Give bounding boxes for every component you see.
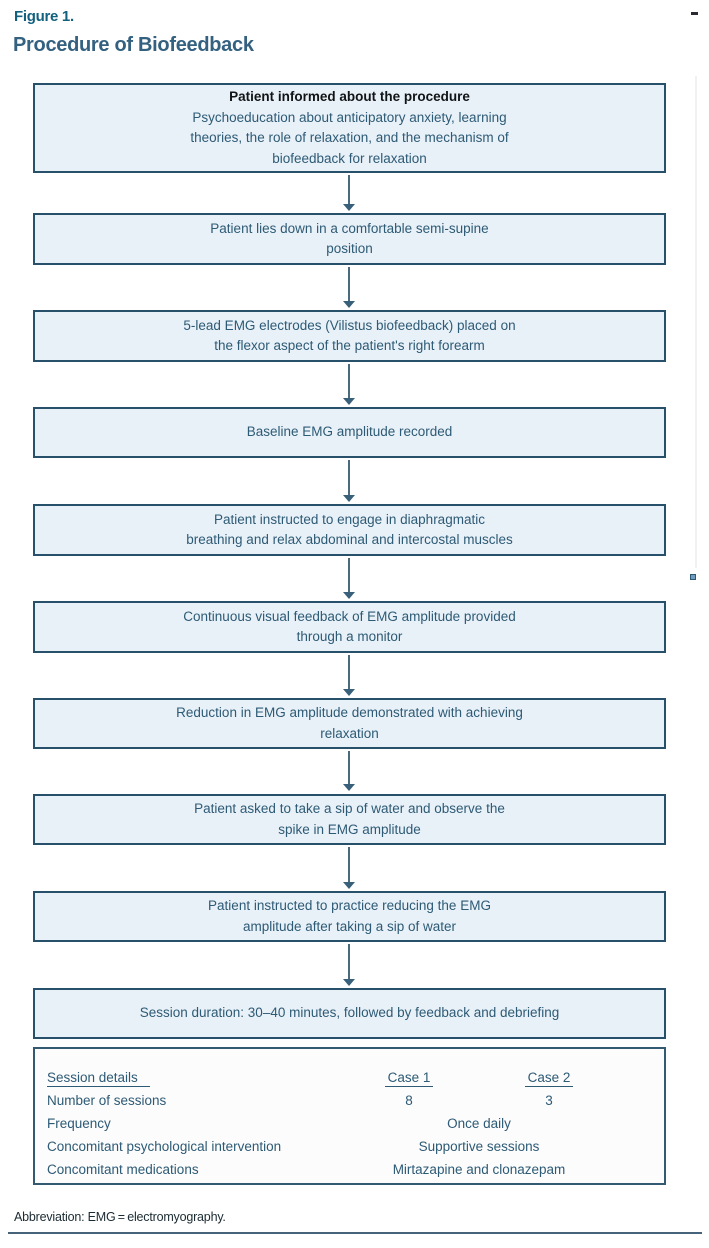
flow-box-reduction: Reduction in EMG amplitude demonstrated … [33, 698, 666, 749]
details-row-frequency: Frequency Once daily [47, 1112, 652, 1135]
arrow-down-icon [343, 882, 355, 889]
flow-box-3-line: 5-lead EMG electrodes (Vilistus biofeedb… [183, 317, 516, 333]
flow-box-6-line: through a monitor [296, 629, 403, 644]
flow-box-9-line: amplitude after taking a sip of water [242, 918, 457, 934]
flow-box-electrodes: 5-lead EMG electrodes (Vilistus biofeedb… [33, 310, 666, 362]
details-row-label: Concomitant psychological intervention [47, 1139, 282, 1154]
flow-box-5-line: breathing and relax abdominal and interc… [186, 532, 513, 547]
arrow-line [348, 558, 350, 592]
flow-arrow [343, 267, 355, 308]
flow-box-3-line: the flexor aspect of the patient's right… [214, 338, 485, 353]
details-row-label: Frequency [47, 1116, 111, 1131]
flow-box-diaphragmatic: Patient instructed to engage in diaphrag… [33, 504, 666, 556]
flow-box-8-line: Patient asked to take a sip of water and… [194, 801, 505, 816]
arrow-down-icon [343, 784, 355, 791]
flow-box-semi-supine: Patient lies down in a comfortable semi-… [33, 213, 666, 265]
case2-value: 3 [545, 1093, 553, 1108]
details-row-sessions: Number of sessions 8 3 [47, 1089, 652, 1112]
screenshot-artifact-dot [690, 574, 696, 580]
details-header-label: Session details [47, 1066, 339, 1089]
flow-box-4-line: Baseline EMG amplitude recorded [246, 424, 453, 440]
arrow-line [348, 655, 350, 689]
details-row-label: Number of sessions [47, 1093, 167, 1108]
arrow-down-icon [343, 204, 355, 211]
flow-box-patient-informed: Patient informed about the procedure Psy… [33, 83, 666, 173]
flow-box-1-line: theories, the role of relaxation, and th… [190, 130, 509, 145]
flow-arrow [343, 847, 355, 889]
flow-arrow [343, 944, 355, 986]
screenshot-artifact-line [695, 76, 697, 568]
arrow-line [348, 751, 350, 784]
arrow-down-icon [343, 301, 355, 308]
flow-box-session-duration: Session duration: 30–40 minutes, followe… [33, 988, 666, 1039]
arrow-down-icon [343, 979, 355, 986]
shared-value: Once daily [447, 1116, 511, 1131]
arrow-line [348, 175, 350, 204]
flow-box-5-line: Patient instructed to engage in diaphrag… [214, 511, 485, 527]
arrow-down-icon [343, 689, 355, 696]
bottom-rule [8, 1232, 702, 1234]
case1-value: 8 [405, 1093, 413, 1108]
flow-box-6-line: Continuous visual feedback of EMG amplit… [183, 608, 516, 624]
flow-box-7-line: Reduction in EMG amplitude demonstrated … [176, 705, 523, 720]
flow-box-2-line: position [326, 241, 373, 256]
flow-arrow [343, 655, 355, 696]
arrow-line [348, 267, 350, 301]
flow-box-8-line: spike in EMG amplitude [278, 821, 421, 837]
flow-box-2-line: Patient lies down in a comfortable semi-… [210, 220, 489, 236]
flow-arrow [343, 558, 355, 599]
arrow-line [348, 460, 350, 495]
flow-arrow [343, 175, 355, 211]
flow-box-1-line: biofeedback for relaxation [272, 150, 427, 166]
flow-box-9-line: Patient instructed to practice reducing … [208, 898, 491, 913]
details-row-psych-intervention: Concomitant psychological intervention S… [47, 1135, 652, 1158]
flow-arrow [343, 751, 355, 791]
case2-heading: Case 2 [524, 1070, 574, 1087]
session-details-box: Session details Case 1 Case 2 Number of … [33, 1047, 666, 1185]
arrow-down-icon [343, 592, 355, 599]
shared-value: Mirtazapine and clonazepam [392, 1162, 566, 1177]
figure-title: Procedure of Biofeedback [13, 34, 254, 56]
flow-box-10-line: Session duration: 30–40 minutes, followe… [139, 1005, 560, 1021]
flow-box-practice: Patient instructed to practice reducing … [33, 891, 666, 942]
flow-box-sip-water: Patient asked to take a sip of water and… [33, 794, 666, 845]
flow-arrow [343, 364, 355, 405]
abbreviation-note: Abbreviation: EMG = electromyography. [14, 1210, 226, 1224]
details-header-values: Case 1 Case 2 [339, 1066, 619, 1089]
shared-value: Supportive sessions [418, 1139, 540, 1154]
arrow-line [348, 847, 350, 882]
arrow-line [348, 944, 350, 979]
details-header-row: Session details Case 1 Case 2 [47, 1066, 652, 1089]
flow-box-1-header: Patient informed about the procedure [229, 89, 470, 104]
figure-label: Figure 1. [14, 8, 74, 25]
screenshot-artifact-dash [691, 12, 698, 15]
arrow-down-icon [343, 495, 355, 502]
flow-box-1-line: Psychoeducation about anticipatory anxie… [192, 109, 507, 125]
arrow-line [348, 364, 350, 398]
case1-heading: Case 1 [384, 1070, 434, 1087]
details-row-label: Concomitant medications [47, 1162, 199, 1177]
flow-arrow [343, 460, 355, 502]
details-row-medications: Concomitant medications Mirtazapine and … [47, 1158, 652, 1181]
flow-box-visual-feedback: Continuous visual feedback of EMG amplit… [33, 601, 666, 653]
session-details-heading: Session details [47, 1070, 150, 1087]
flow-box-7-line: relaxation [320, 725, 379, 741]
flow-box-baseline: Baseline EMG amplitude recorded [33, 407, 666, 458]
arrow-down-icon [343, 398, 355, 405]
